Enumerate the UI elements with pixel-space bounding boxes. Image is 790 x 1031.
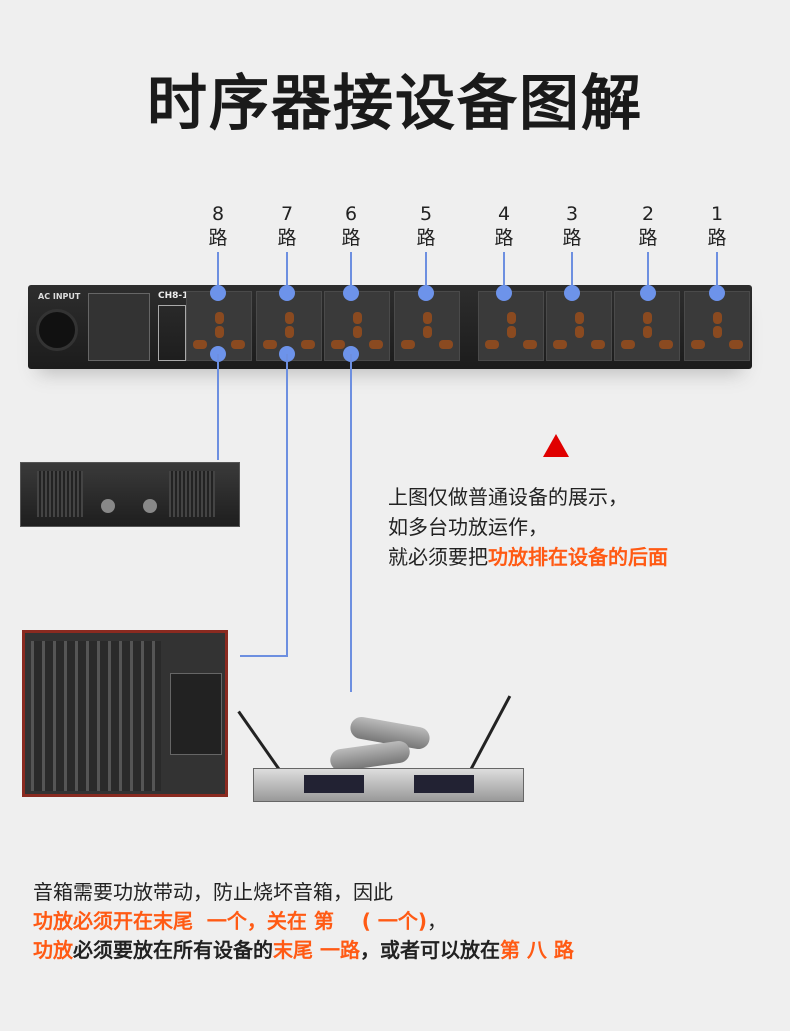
channel-number: 3 bbox=[565, 203, 579, 225]
connector-dot bbox=[418, 285, 434, 301]
bottom-line-3b: 必须要放在所有设备的 bbox=[73, 938, 273, 962]
connector-dot bbox=[279, 285, 295, 301]
bottom-line-3d: ，或者可以放在 bbox=[359, 938, 500, 962]
port-panel bbox=[88, 293, 150, 361]
channel-number: 2 bbox=[641, 203, 655, 225]
channel-unit: 路 bbox=[562, 227, 582, 249]
channel-unit: 路 bbox=[341, 227, 361, 249]
note-line-3a: 就必须要把 bbox=[388, 545, 488, 569]
connector-dot bbox=[640, 285, 656, 301]
channel-number: 5 bbox=[419, 203, 433, 225]
connector-line bbox=[716, 252, 718, 293]
outlet-socket bbox=[478, 291, 544, 361]
line-ch7-mixer-h bbox=[240, 655, 288, 657]
page-title: 时序器接设备图解 bbox=[147, 69, 643, 139]
bottom-line-3c: 末尾 一路 bbox=[273, 938, 360, 962]
channel-unit: 路 bbox=[416, 227, 436, 249]
note-line-1: 上图仅做普通设备的展示， bbox=[388, 485, 628, 509]
line-ch8-amp bbox=[217, 354, 219, 460]
audio-mixer bbox=[22, 630, 228, 797]
bottom-line-3: 功放必须要放在所有设备的末尾 一路，或者可以放在第 八 路 bbox=[33, 936, 574, 965]
connector-line bbox=[350, 252, 352, 293]
power-amplifier bbox=[20, 462, 240, 527]
connector-dot bbox=[564, 285, 580, 301]
caution-label bbox=[158, 305, 186, 361]
channel-number: 8 bbox=[211, 203, 225, 225]
line-ch7-mixer bbox=[286, 354, 288, 656]
bottom-line-1: 音箱需要功放带动，防止烧坏音箱，因此 bbox=[33, 880, 393, 904]
outlet-socket bbox=[684, 291, 750, 361]
channel-number: 7 bbox=[280, 203, 294, 225]
channel-number: 4 bbox=[497, 203, 511, 225]
note-line-3b: 功放排在设备的后面 bbox=[488, 545, 668, 569]
triangle-up-icon bbox=[543, 434, 569, 457]
connector-dot bbox=[343, 285, 359, 301]
connector-line bbox=[503, 252, 505, 293]
connector-line bbox=[571, 252, 573, 293]
connector-dot bbox=[709, 285, 725, 301]
ac-input-label: AC INPUT bbox=[38, 292, 81, 301]
connector-line bbox=[286, 252, 288, 293]
bottom-line-3a: 功放 bbox=[33, 938, 73, 962]
connector-line bbox=[647, 252, 649, 293]
connector-dot bbox=[210, 285, 226, 301]
channel-unit: 路 bbox=[638, 227, 658, 249]
bottom-line-3e: 第 八 路 bbox=[499, 938, 574, 962]
model-label: CH8-1 bbox=[158, 291, 189, 301]
note-text: 上图仅做普通设备的展示， 如多台功放运作， 就必须要把功放排在设备的后面 bbox=[388, 482, 668, 572]
outlet-socket bbox=[394, 291, 460, 361]
bottom-line-2: 功放必须开在末尾 一个，关在 第 ( 一个)， bbox=[33, 907, 574, 936]
channel-unit: 路 bbox=[707, 227, 727, 249]
bottom-line-2b: ， bbox=[426, 909, 447, 933]
connector-line bbox=[217, 252, 219, 293]
line-ch6-receiver bbox=[350, 354, 352, 692]
wireless-receiver bbox=[253, 768, 524, 802]
note-line-3: 就必须要把功放排在设备的后面 bbox=[388, 542, 668, 572]
bottom-text: 音箱需要功放带动，防止烧坏音箱，因此 功放必须开在末尾 一个，关在 第 ( 一个… bbox=[33, 878, 574, 965]
channel-number: 1 bbox=[710, 203, 724, 225]
connector-dot bbox=[496, 285, 512, 301]
power-cable bbox=[36, 309, 78, 351]
channel-number: 6 bbox=[344, 203, 358, 225]
outlet-socket bbox=[614, 291, 680, 361]
outlet-socket bbox=[546, 291, 612, 361]
connector-line bbox=[425, 252, 427, 293]
antenna-right bbox=[468, 695, 512, 773]
channel-unit: 路 bbox=[494, 227, 514, 249]
bottom-line-2a: 功放必须开在末尾 一个，关在 第 ( 一个) bbox=[33, 909, 427, 933]
channel-unit: 路 bbox=[277, 227, 297, 249]
note-line-2: 如多台功放运作， bbox=[388, 515, 548, 539]
channel-unit: 路 bbox=[208, 227, 228, 249]
